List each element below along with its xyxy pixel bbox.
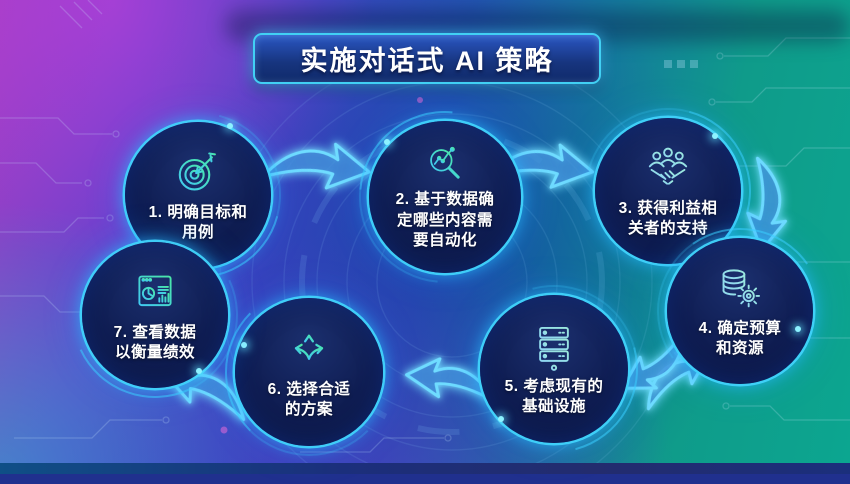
step-2-label: 2. 基于数据确 定哪些内容需 要自动化 [395, 191, 495, 250]
title-text: 实施对话式 AI 策略 [300, 46, 554, 76]
step-circle-6: 6. 选择合适 的方案 [235, 298, 383, 446]
coins-gear-icon [722, 268, 761, 307]
target-icon [178, 152, 216, 191]
step-1-label: 1. 明确目标和 用例 [148, 203, 248, 241]
step-4-disc: 4. 确定预算 和资源 [667, 238, 813, 384]
step-circle-5: 5. 考虑现有的 基础设施 [480, 295, 628, 443]
step-6-disc: 6. 选择合适 的方案 [235, 298, 383, 446]
step-circle-2: 2. 基于数据确 定哪些内容需 要自动化 [369, 121, 521, 273]
step-5-disc: 5. 考虑现有的 基础设施 [480, 295, 628, 443]
step-5-label: 5. 考虑现有的 基础设施 [504, 377, 604, 415]
magnifier-chart-icon [430, 147, 460, 179]
stakeholders-handshake-icon [648, 147, 688, 185]
bottom-edge-bar [0, 463, 850, 474]
infographic-canvas: 实施对话式 AI 策略 1. 明确目标和 用例 [0, 0, 850, 474]
step-2-disc: 2. 基于数据确 定哪些内容需 要自动化 [369, 121, 521, 273]
step-4-label: 4. 确定预算 和资源 [698, 319, 782, 357]
analytics-dashboard-icon [138, 275, 172, 306]
arrow-step1-to-step2 [254, 125, 382, 210]
step-circle-7: 7. 查看数据 以衡量绩效 [82, 242, 228, 388]
step-7-label: 7. 查看数据 以衡量绩效 [113, 323, 197, 361]
step-circle-4: 4. 确定预算 和资源 [667, 238, 813, 384]
step-7-disc: 7. 查看数据 以衡量绩效 [82, 242, 228, 388]
branching-arrows-icon [294, 334, 324, 370]
step-3-label: 3. 获得利益相 关者的支持 [618, 199, 718, 237]
server-rack-icon [539, 326, 569, 371]
title-banner: 实施对话式 AI 策略 [253, 33, 601, 84]
step-6-label: 6. 选择合适 的方案 [267, 380, 351, 418]
